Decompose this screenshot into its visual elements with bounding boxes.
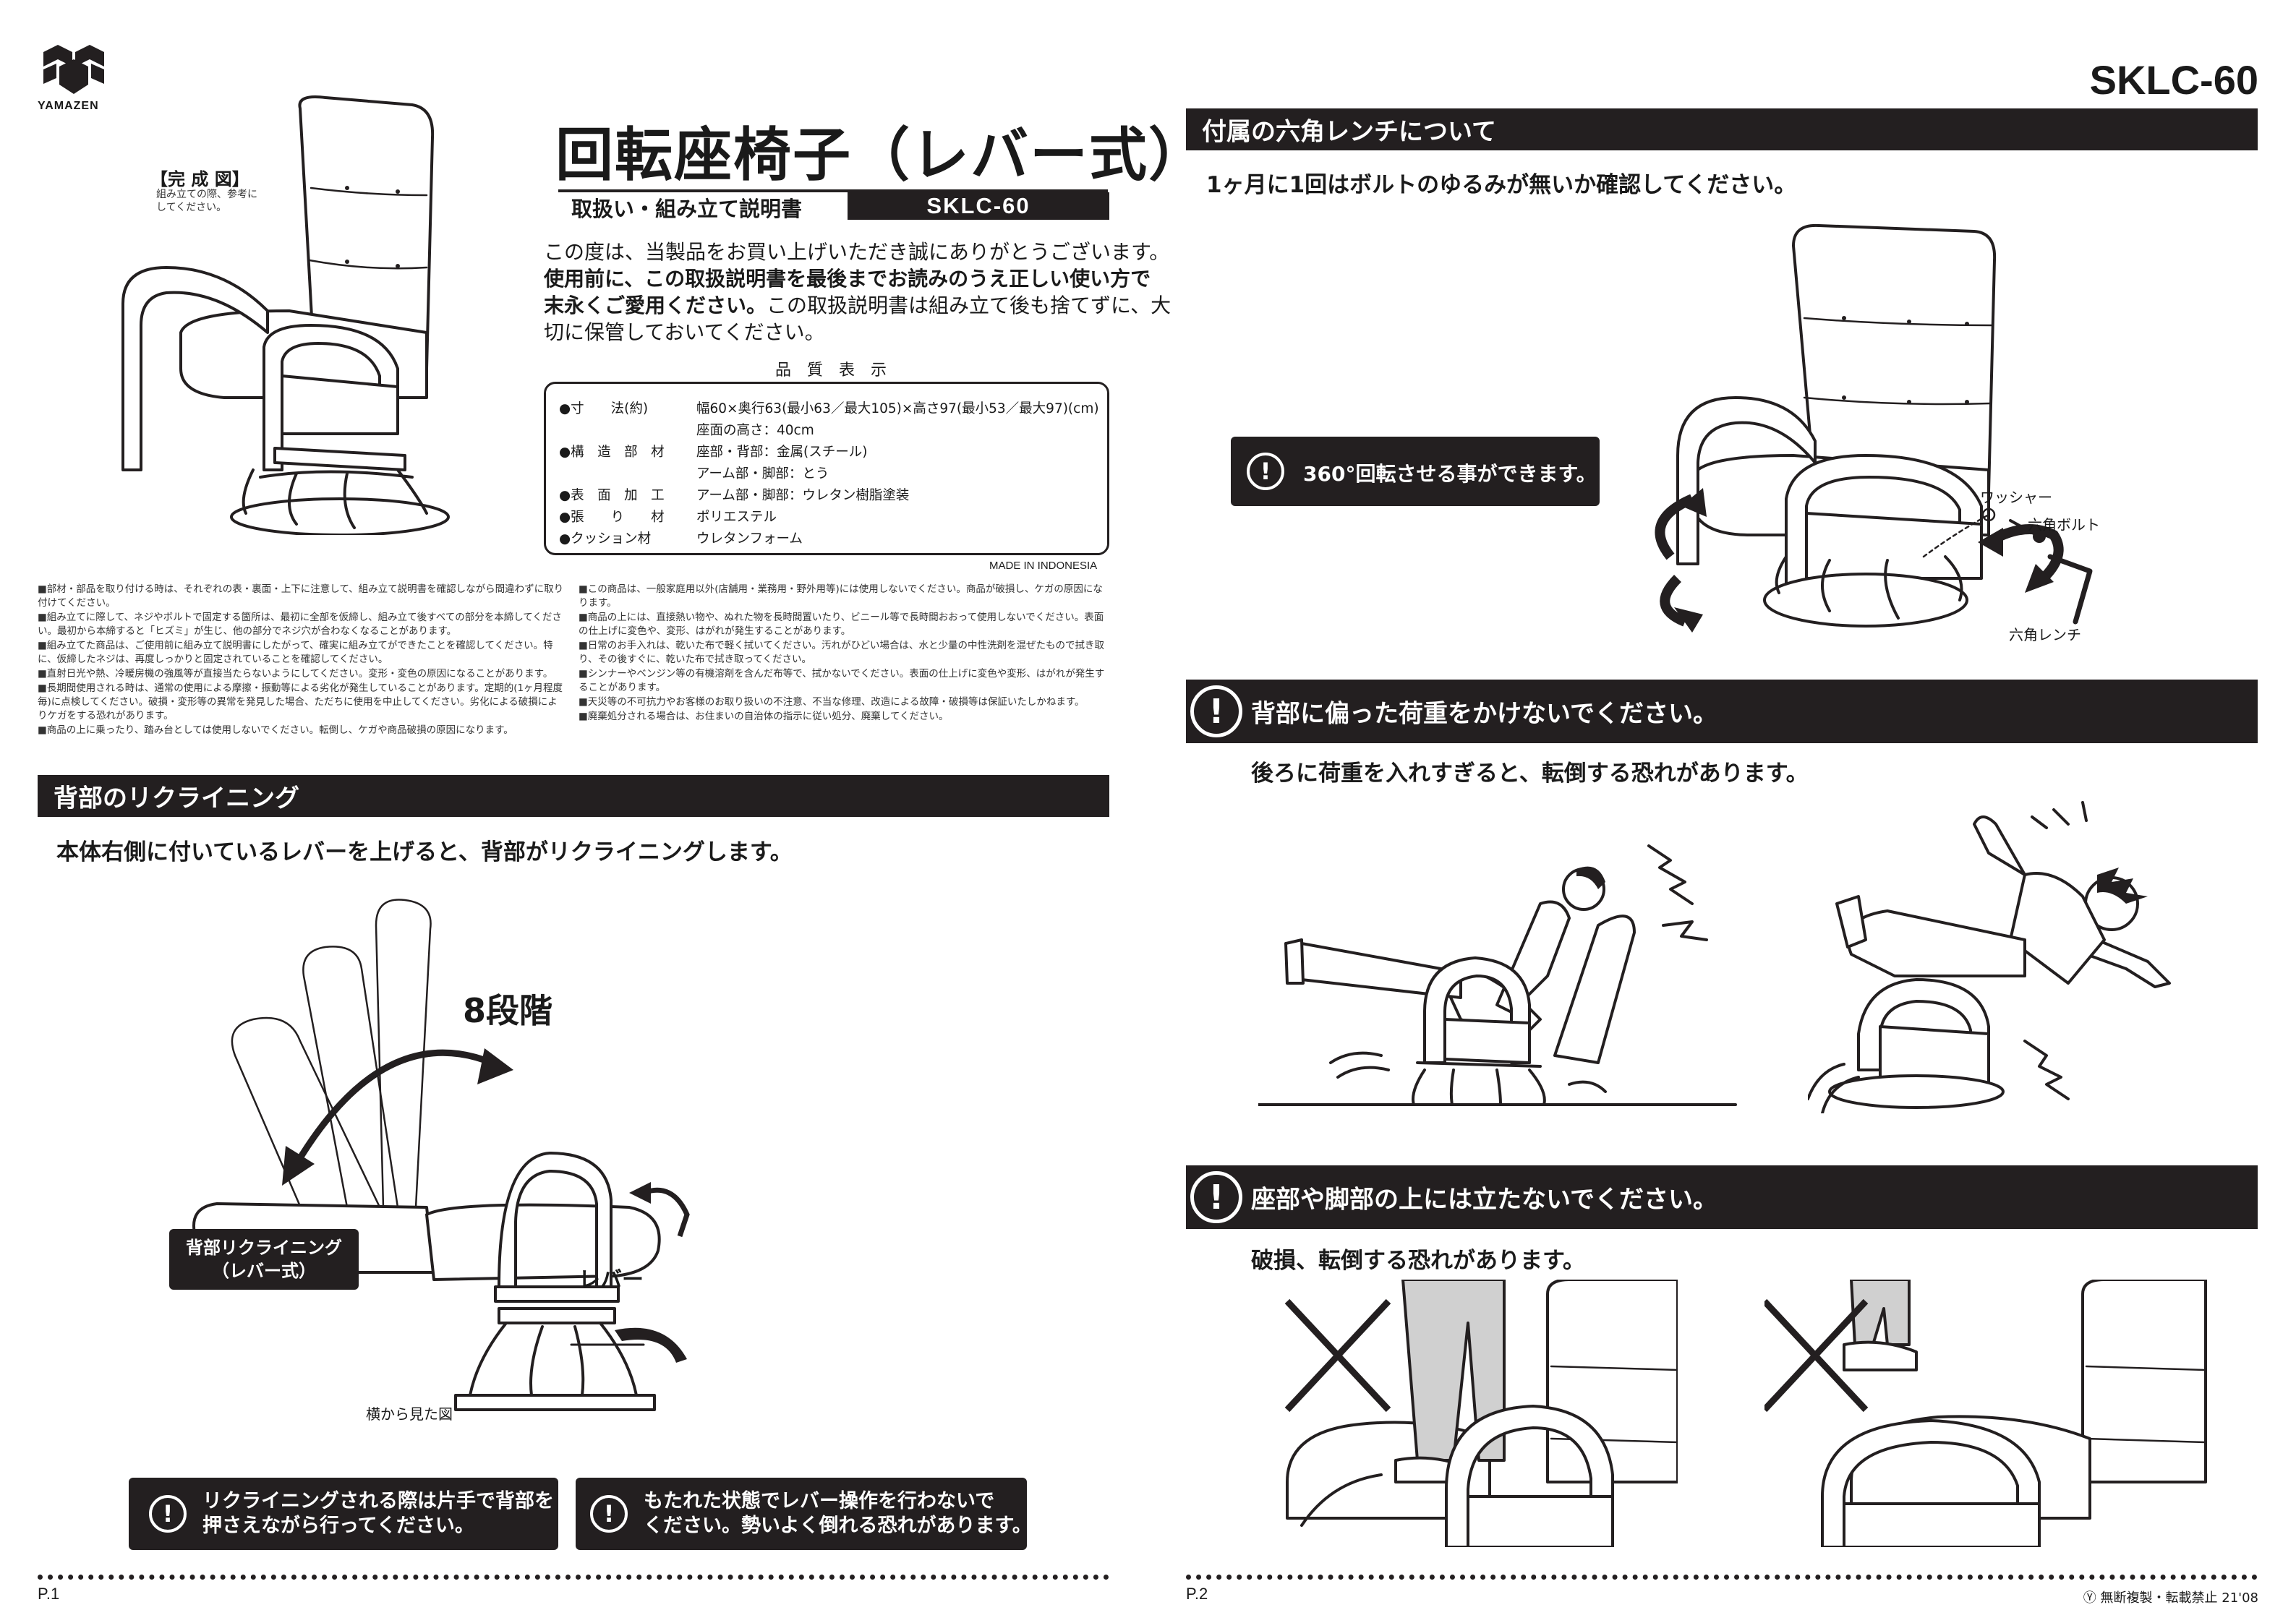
recline-label: 背部リクライニング （レバー式） [169,1229,359,1290]
exclamation-icon: ! [149,1495,187,1533]
completed-chair-illustration [121,95,450,535]
made-in: MADE IN INDONESIA [989,560,1098,572]
exclamation-icon: ! [590,1495,628,1533]
rotating-chair-illustration [1655,223,2093,633]
leaning-back-illustration [1258,844,1737,1106]
warn-back-lead: 後ろに荷重を入れすぎると、転倒する恐れがあります。 [1251,761,1809,787]
wrench-lead: 1ヶ月に1回はボルトのゆるみが無いか確認してください。 [1206,172,1797,198]
completed-note: 組み立ての際、参考に してください。 [156,189,257,213]
stand-on-seat-illustration-1 [1284,1280,1678,1547]
warn-stand-lead: 破損、転倒する恐れがあります。 [1251,1248,1585,1274]
washer-label: ワッシャー [1980,489,2052,506]
footer-dotted-rule-left [38,1575,1109,1580]
intro-text: この度は、当製品をお買い上げいただき誠にありがとうございます。 使用前に、この取… [544,240,1172,344]
yamazen-logo-mark [43,45,104,94]
brand-name: YAMAZEN [38,100,99,112]
warn-back-heading: ! 背部に偏った荷重をかけないでください。 [1186,680,2258,743]
wrench-section-heading: 付属の六角レンチについて [1186,108,2258,150]
bolt-label: 六角ボルト [2028,516,2100,534]
side-view-label: 横から見た図 [366,1405,453,1423]
steps-label: 8段階 [463,991,553,1030]
brand-logo: YAMAZEN [38,45,110,117]
recline-illustration [192,899,690,1411]
recline-warning-2: ! もたれた状態でレバー操作を行わないで ください。勢いよく倒れる恐れがあります… [576,1478,1032,1550]
quality-box: ●寸 法(約)幅60×奥行63(最小63／最大105)×高さ97(最小53／最大… [544,382,1109,555]
quality-heading: 品 質 表 示 [775,361,887,380]
copyright-notice: Ⓨ 無断複製・転載禁止 21'08 [2083,1590,2258,1606]
lever-label: レバー [579,1267,644,1293]
exclamation-icon: ! [1247,453,1284,490]
page-number-1: P.1 [38,1585,60,1603]
wrench-label: 六角レンチ [2009,626,2081,643]
exclamation-icon: ! [1190,685,1242,737]
stand-on-seat-illustration-2 [1764,1280,2207,1547]
cautions-left: ■部材・部品を取り付ける時は、それぞれの表・裏面・上下に注意して、組み立て説明書… [38,583,564,736]
recline-warning-1: ! リクライニングされる際は片手で背部を 押さえながら行ってください。 [129,1478,558,1550]
rotate-note: ! 360°回転させる事ができます。 [1231,437,1600,506]
warn-stand-heading: ! 座部や脚部の上には立たないでください。 [1186,1165,2258,1229]
title-underline [558,189,1108,192]
page-title: 回転座椅子（レバー式） [555,121,1208,189]
footer-dotted-rule-right [1186,1575,2258,1580]
cautions-right: ■この商品は、一般家庭用以外(店舗用・業務用・野外用等)には使用しないでください… [579,583,1105,722]
recline-lead: 本体右側に付いているレバーを上げると、背部がリクライニングします。 [56,839,793,865]
page-number-2: P.2 [1186,1585,1208,1603]
recline-section-heading: 背部のリクライニング [38,775,1109,817]
model-number-top: SKLC-60 [2089,57,2258,103]
falling-illustration [1808,801,2171,1113]
exclamation-icon: ! [1190,1171,1242,1223]
completed-label: 【完 成 図】 [150,169,249,189]
subtitle: 取扱い・組み立て説明書 [571,197,803,221]
model-badge: SKLC-60 [848,192,1109,220]
